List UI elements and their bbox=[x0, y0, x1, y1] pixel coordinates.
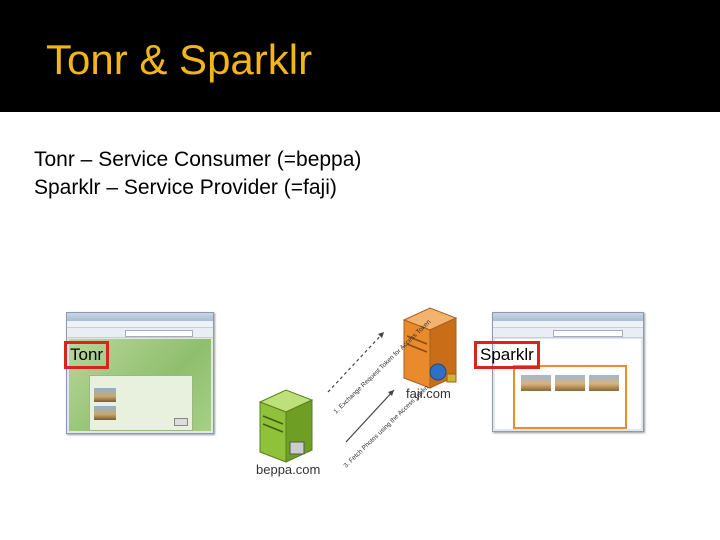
bullet-item: Sparklr – Service Provider (=faji) bbox=[34, 176, 337, 199]
window-menubar bbox=[67, 321, 213, 328]
photo-thumbnail bbox=[94, 388, 116, 402]
window-toolbar bbox=[493, 328, 643, 338]
sparklr-photo-box bbox=[513, 365, 627, 429]
window-toolbar bbox=[67, 328, 213, 338]
oauth-diagram: faji.com beppa.com 1. Exchange Request T… bbox=[246, 292, 472, 478]
photo-thumbnail bbox=[94, 406, 116, 420]
tonr-screenshot bbox=[66, 312, 214, 434]
slide-content: Tonr – Service Consumer (=beppa) Sparklr… bbox=[0, 112, 720, 540]
sparklr-screenshot bbox=[492, 312, 644, 432]
arrow-down bbox=[345, 389, 395, 443]
sparklr-page bbox=[495, 339, 641, 429]
photo-thumbnail bbox=[555, 375, 585, 391]
window-titlebar bbox=[493, 313, 643, 321]
tonr-page bbox=[69, 339, 211, 431]
address-bar bbox=[553, 330, 623, 337]
arrow-up bbox=[327, 331, 385, 393]
consumer-server-icon bbox=[258, 389, 314, 463]
tonr-photo-card bbox=[89, 375, 193, 431]
photo-thumbnail bbox=[589, 375, 619, 391]
sparklr-label: Sparklr bbox=[474, 341, 540, 369]
print-button-image bbox=[174, 418, 188, 426]
key-icon bbox=[289, 441, 305, 455]
photo-thumbnail bbox=[521, 375, 551, 391]
window-menubar bbox=[493, 321, 643, 328]
consumer-label: beppa.com bbox=[256, 462, 320, 477]
provider-label: faji.com bbox=[406, 386, 451, 401]
tonr-label: Tonr bbox=[64, 341, 110, 369]
lock-icon bbox=[446, 373, 457, 383]
window-titlebar bbox=[67, 313, 213, 321]
slide-title: Tonr & Sparklr bbox=[46, 36, 313, 83]
address-bar bbox=[125, 330, 194, 337]
bullet-item: Tonr – Service Consumer (=beppa) bbox=[34, 148, 362, 171]
globe-icon bbox=[429, 363, 447, 381]
bullet-list: Tonr – Service Consumer (=beppa) Sparklr… bbox=[34, 146, 361, 202]
